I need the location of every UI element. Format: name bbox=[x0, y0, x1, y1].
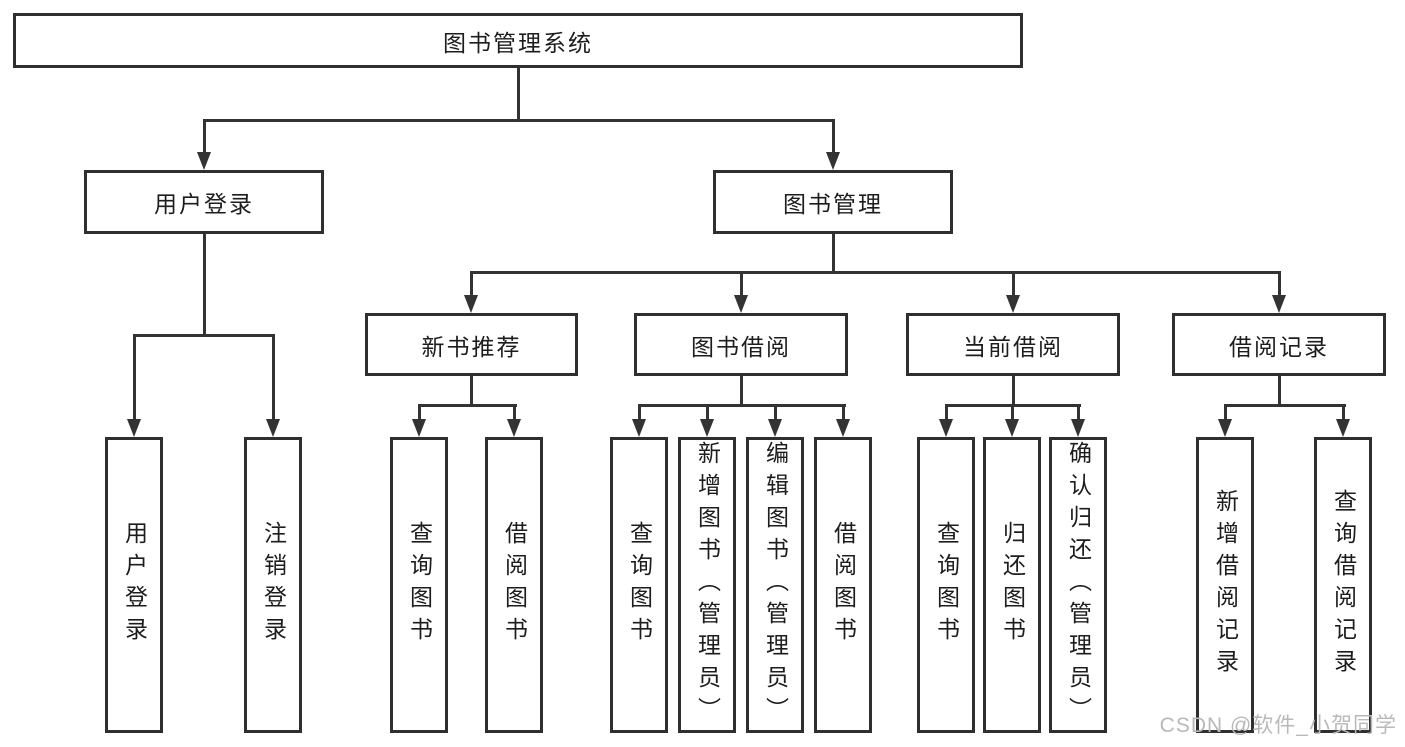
connector-line bbox=[1012, 271, 1015, 297]
connector-line bbox=[470, 271, 473, 297]
csdn-watermark: CSDN @软件_小贺同学 bbox=[1159, 714, 1397, 737]
connector-line bbox=[638, 404, 641, 421]
arrowhead-down-icon bbox=[464, 295, 478, 313]
node-current-borrow: 当前借阅 bbox=[906, 313, 1120, 376]
connector-line bbox=[1077, 404, 1080, 421]
connector-line bbox=[1342, 404, 1345, 421]
connector-line bbox=[133, 334, 275, 337]
arrowhead-down-icon bbox=[768, 419, 782, 437]
connector-line bbox=[1278, 271, 1281, 297]
leaf-user-login: 用户登录 bbox=[105, 437, 163, 733]
arrowhead-down-icon bbox=[734, 295, 748, 313]
arrowhead-down-icon bbox=[826, 152, 840, 170]
connector-line bbox=[706, 404, 709, 421]
connector-line bbox=[1278, 376, 1281, 407]
arrowhead-down-icon bbox=[1006, 295, 1020, 313]
node-root-system: 图书管理系统 bbox=[13, 13, 1023, 68]
node-book-borrow: 图书借阅 bbox=[634, 313, 848, 376]
arrowhead-down-icon bbox=[1071, 419, 1085, 437]
arrowhead-down-icon bbox=[632, 419, 646, 437]
leaf-return-book: 归还图书 bbox=[983, 437, 1041, 733]
connector-line bbox=[945, 404, 948, 421]
node-borrow-records: 借阅记录 bbox=[1172, 313, 1386, 376]
node-book-management-branch: 图书管理 bbox=[713, 170, 953, 234]
connector-line bbox=[638, 404, 846, 407]
connector-line bbox=[774, 404, 777, 421]
arrowhead-down-icon bbox=[127, 419, 141, 437]
leaf-query-books-2: 查询图书 bbox=[610, 437, 668, 733]
node-user-login-branch: 用户登录 bbox=[84, 170, 324, 234]
arrowhead-down-icon bbox=[939, 419, 953, 437]
arrowhead-down-icon bbox=[1336, 419, 1350, 437]
connector-line bbox=[203, 119, 835, 122]
arrowhead-down-icon bbox=[836, 419, 850, 437]
connector-line bbox=[203, 234, 206, 337]
arrowhead-down-icon bbox=[1005, 419, 1019, 437]
arrowhead-down-icon bbox=[507, 419, 521, 437]
leaf-borrow-books-1: 借阅图书 bbox=[485, 437, 543, 733]
arrowhead-down-icon bbox=[412, 419, 426, 437]
connector-line bbox=[1012, 376, 1015, 407]
arrowhead-down-icon bbox=[197, 152, 211, 170]
leaf-confirm-return-admin: 确认归还（管理员） bbox=[1049, 437, 1107, 733]
arrowhead-down-icon bbox=[1218, 419, 1232, 437]
connector-line bbox=[1011, 404, 1014, 421]
connector-line bbox=[740, 376, 743, 407]
leaf-edit-book-admin: 编辑图书（管理员） bbox=[746, 437, 804, 733]
leaf-logout: 注销登录 bbox=[244, 437, 302, 733]
leaf-add-book-admin: 新增图书（管理员） bbox=[678, 437, 736, 733]
arrowhead-down-icon bbox=[700, 419, 714, 437]
leaf-query-books-1: 查询图书 bbox=[390, 437, 448, 733]
connector-line bbox=[272, 334, 275, 420]
connector-line bbox=[1224, 404, 1227, 421]
connector-line bbox=[418, 404, 517, 407]
connector-line bbox=[513, 404, 516, 421]
connector-line bbox=[832, 234, 835, 274]
leaf-query-books-3: 查询图书 bbox=[917, 437, 975, 733]
node-new-book-recommend: 新书推荐 bbox=[365, 313, 578, 376]
connector-line bbox=[133, 334, 136, 420]
arrowhead-down-icon bbox=[1272, 295, 1286, 313]
leaf-borrow-books-2: 借阅图书 bbox=[814, 437, 872, 733]
connector-line bbox=[203, 119, 206, 153]
leaf-query-borrow-record: 查询借阅记录 bbox=[1314, 437, 1372, 733]
leaf-add-borrow-record: 新增借阅记录 bbox=[1196, 437, 1254, 733]
connector-line bbox=[470, 376, 473, 407]
connector-line bbox=[418, 404, 421, 421]
connector-line bbox=[517, 68, 520, 120]
connector-line bbox=[740, 271, 743, 297]
arrowhead-down-icon bbox=[266, 419, 280, 437]
connector-line bbox=[470, 271, 1281, 274]
connector-line bbox=[832, 119, 835, 153]
connector-line bbox=[1224, 404, 1346, 407]
connector-line bbox=[842, 404, 845, 421]
